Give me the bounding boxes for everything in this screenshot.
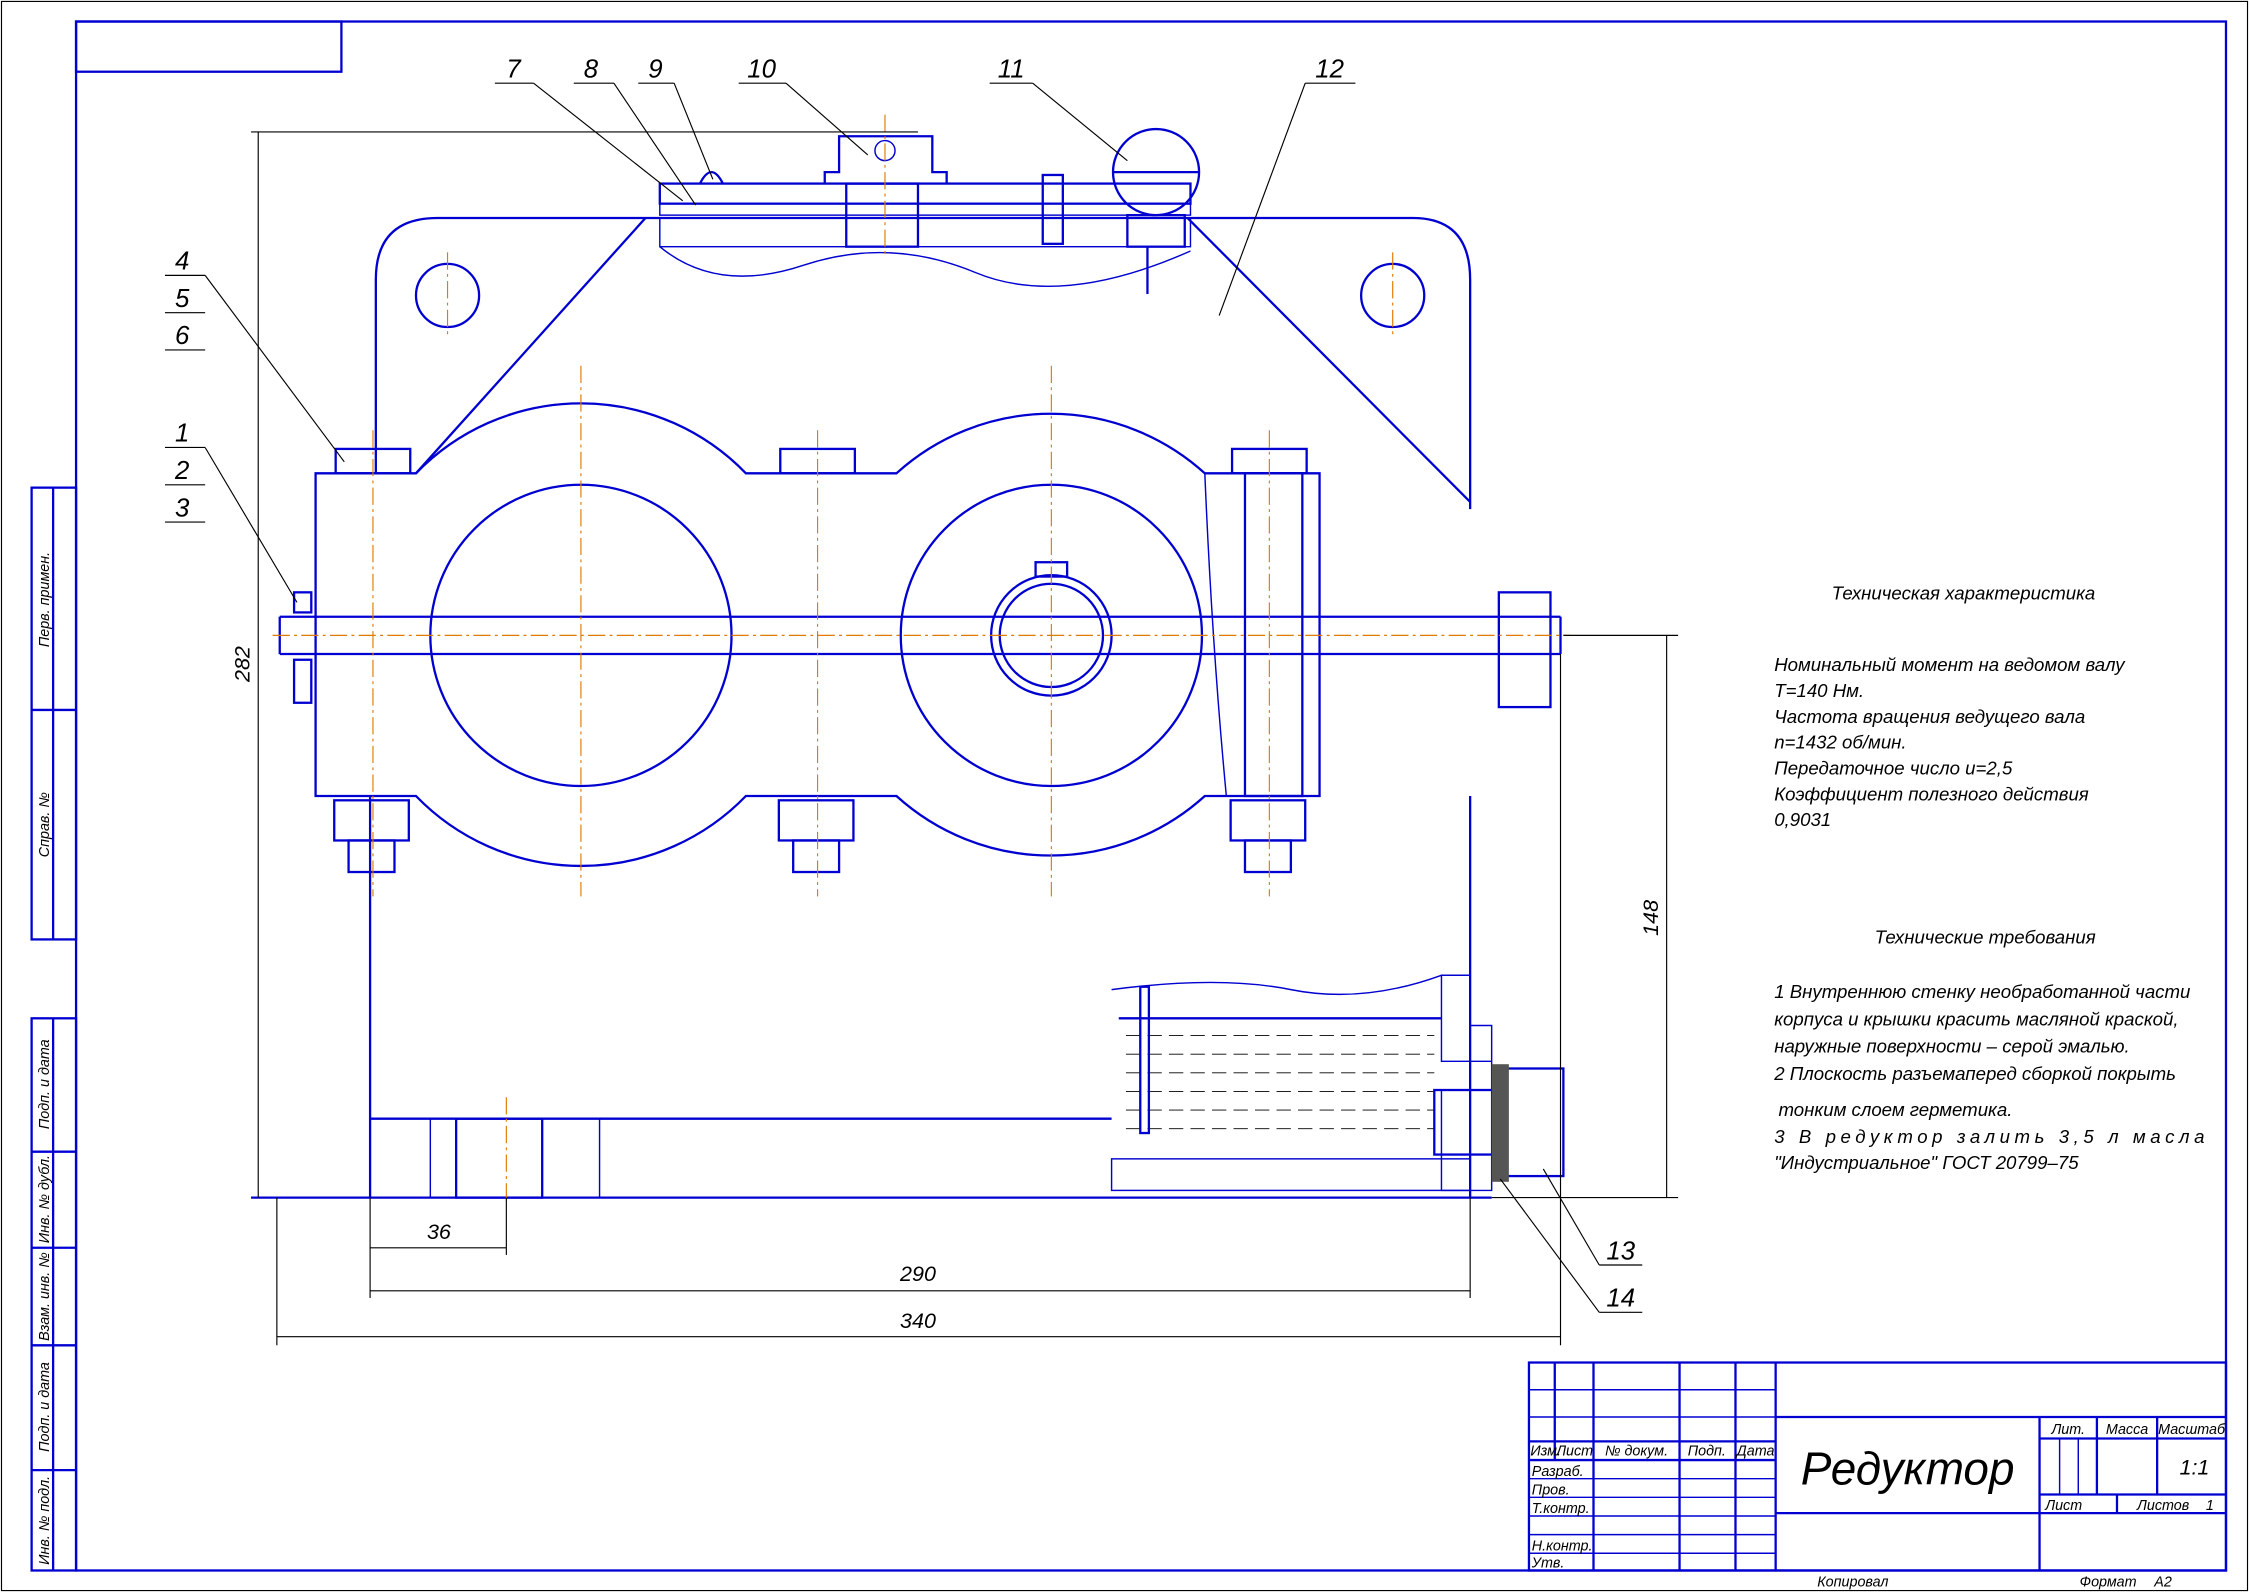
callout-6: 6 [175,322,190,350]
mass-label: Масса [2106,1422,2148,1438]
dimension-total-length: 340 [900,1309,936,1333]
req-line: 3 В редуктор залить 3,5 л масла [1774,1126,2204,1147]
callout-3: 3 [175,494,190,522]
dimension-height-shaft: 148 [1639,900,1663,936]
callout-9: 9 [648,55,662,83]
callout-14: 14 [1606,1285,1635,1313]
callout-labels: 1 2 3 4 5 6 7 8 9 10 11 12 13 14 [174,55,1636,1312]
gearbox-drawing [164,82,1679,1346]
header-doc-no: № докум. [1605,1444,1668,1460]
side-stamp-label: Подп. и дата [37,1362,53,1452]
callout-8: 8 [584,55,599,83]
callout-10: 10 [747,55,776,83]
callout-11: 11 [998,55,1025,83]
callout-7: 7 [506,55,522,83]
header-list: Лист [1555,1444,1593,1460]
sheet-label: Лист [2044,1498,2082,1514]
callout-12: 12 [1315,55,1344,83]
drawing-title: Редуктор [1801,1442,2015,1494]
lit-label: Лит. [2050,1422,2085,1438]
sheets-label: Листов [2136,1498,2190,1514]
tech-line: Передаточное число u=2,5 [1774,757,2013,778]
tech-line: 0,9031 [1774,809,1831,830]
header-date: Дата [1735,1444,1775,1460]
req-line: 2 Плоскость разъемаперед сборкой покрыть [1773,1063,2176,1084]
tech-characteristics: Техническая характеристика Номинальный м… [1774,583,2126,831]
tech-line: Номинальный момент на ведомом валу [1774,654,2126,675]
sheets-value: 1 [2206,1498,2214,1514]
format-value: A2 [2153,1574,2172,1590]
tech-requirements-heading: Технические требования [1875,927,2096,948]
dimension-height-total: 282 [231,646,255,683]
side-stamp-label: Перв. примен. [37,552,53,647]
dimension-base-length: 290 [899,1262,936,1286]
role-label: Разраб. [1532,1464,1584,1480]
dimension-bolt-offset: 36 [427,1220,451,1244]
top-left-box [74,20,343,73]
tech-line: T=140 Нм. [1774,680,1864,701]
tech-characteristics-heading: Техническая характеристика [1832,583,2096,604]
req-line: "Индустриальное" ГОСТ 20799–75 [1774,1152,2079,1173]
callout-4: 4 [175,248,189,276]
side-stamp-label: Инв. № подл. [37,1476,53,1565]
copied-label: Копировал [1817,1574,1888,1590]
side-stamp-label: Взам. инв. № [37,1252,53,1341]
role-label: Пров. [1532,1482,1570,1498]
side-stamp-label: Инв. № дубл. [37,1155,53,1243]
role-label: Утв. [1531,1556,1565,1572]
side-stamp-label: Справ. № [37,792,53,857]
header-izm: Изм. [1530,1444,1561,1460]
header-sign: Подп. [1688,1444,1726,1460]
format-label: Формат [2080,1574,2137,1590]
callout-2: 2 [174,457,189,485]
req-line: тонким слоем герметика. [1779,1099,2013,1120]
callout-13: 13 [1606,1237,1635,1265]
req-line: корпуса и крышки красить масляной краско… [1774,1008,2178,1029]
role-label: Т.контр. [1532,1501,1590,1517]
scale-value: 1:1 [2179,1455,2209,1479]
req-line: 1 Внутреннюю стенку необработанной части [1774,981,2190,1002]
title-block: Изм. Лист № докум. Подп. Дата Разраб. Пр… [1527,1361,2228,1590]
side-stamp: Перв. примен. Справ. № Подп. и дата Инв.… [30,486,78,1572]
callout-5: 5 [175,285,190,313]
tech-line: n=1432 об/мин. [1774,732,1906,753]
scale-label: Масштаб [2158,1422,2226,1438]
callout-1: 1 [175,420,189,448]
side-stamp-label: Подп. и дата [37,1039,53,1129]
tech-line: Коэффициент полезного действия [1774,783,2089,804]
tech-requirements: Технические требования 1 Внутреннюю стен… [1773,927,2204,1173]
req-line: наружные поверхности – серой эмалью. [1774,1036,2129,1057]
tech-line: Частота вращения ведущего вала [1774,706,2085,727]
role-label: Н.контр. [1532,1538,1593,1554]
